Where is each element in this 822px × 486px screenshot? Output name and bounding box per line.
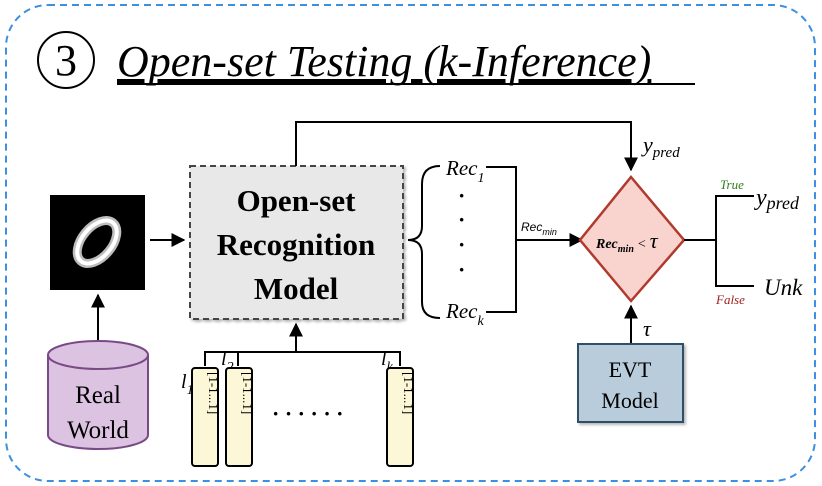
outer-frame [5,4,816,482]
rec-min-label: Recmin [521,220,557,237]
decision-output-branch [715,195,754,287]
vector-lk-text: [1-1...1] [401,372,416,414]
rec-first-label: Rec1 [445,156,484,186]
database-label-line2: World [67,417,129,444]
open-set-recognition-model: Open-set Recognition Model [189,165,404,320]
label-l1: l1 [181,371,194,398]
rec-list-right-bracket [486,166,517,313]
arrow-model-to-decision-top [295,121,638,172]
rec-dot-2: · [458,207,465,232]
vector-l1-text: [1-1...1] [206,372,221,414]
label-vector-bus [204,351,401,366]
handwritten-zero-digit-icon [72,216,122,268]
model-label-line3: Model [254,271,339,306]
output-y-pred: ypred [754,185,800,213]
model-label-line1: Open-set [237,183,357,218]
step-number-badge: 3 [37,31,95,89]
diagram-title: Open-set Testing (k-Inference) [117,37,651,86]
decision-diamond: Recmin<τ [578,175,686,303]
label-vector-lk: lk [1-1...1] [381,348,416,467]
label-vectors-ellipsis: · · · · · · [272,401,344,426]
model-label-line2: Recognition [217,227,375,262]
tau-label: τ [643,316,652,341]
rec-last-label: Reck [445,299,484,329]
rec-dot-1: · [458,183,465,208]
input-image [50,195,145,290]
output-unknown: Unk [764,275,803,300]
label-vector-l1: l1 [1-1...1] [181,367,221,467]
real-world-database: Real World [47,340,149,450]
evt-label-line1: EVT [609,357,652,382]
database-label-line1: Real [75,382,121,409]
evt-label-line2: Model [601,388,658,413]
label-vector-l2: l2 [1-1...1] [221,348,255,467]
rec-dot-4: · [458,257,465,282]
evt-model: EVT Model [577,343,684,423]
rec-dot-3: · [458,232,465,257]
rec-list-left-brace [407,165,441,319]
branch-false-label: False [715,292,745,307]
branch-true-label: True [720,177,744,192]
step-number: 3 [55,36,77,85]
decision-condition: Recmin<τ [595,228,659,255]
y-pred-top-label: ypred [641,132,680,161]
vector-l2-text: [1-1...1] [240,372,255,414]
rec-list: Rec1 · · · · Reck [445,156,484,329]
